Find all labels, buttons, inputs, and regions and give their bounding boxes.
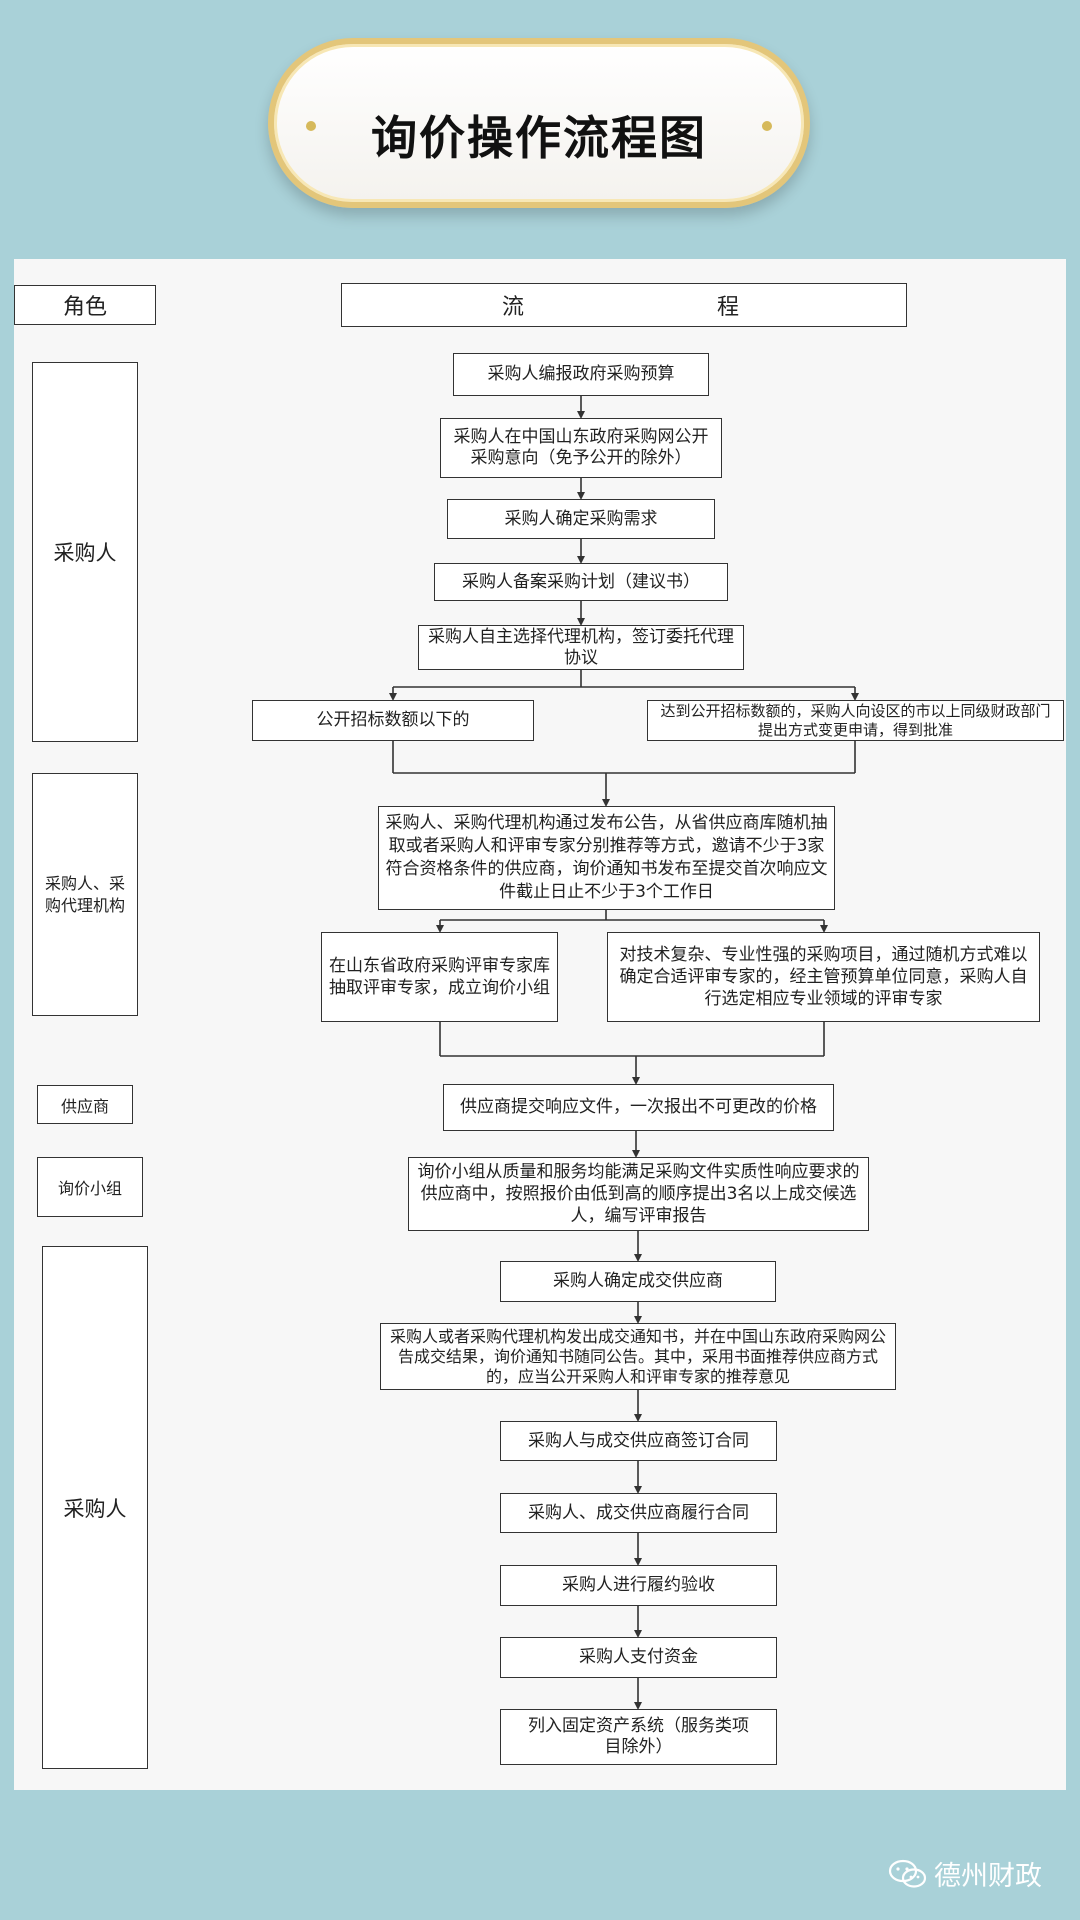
step-select-agency: 采购人自主选择代理机构，签订委托代理协议 <box>418 625 744 670</box>
step-payment: 采购人支付资金 <box>500 1637 777 1678</box>
step-determine-needs: 采购人确定采购需求 <box>447 499 715 539</box>
flow-header: 流 程 <box>341 283 907 327</box>
step-text: 采购人确定成交供应商 <box>553 1271 723 1291</box>
step-invite-suppliers: 采购人、采购代理机构通过发布公告，从省供应商库随机抽取或者采购人和评审专家分别推… <box>378 806 835 910</box>
step-method-change: 达到公开招标数额的，采购人向设区的市以上同级财政部门提出方式变更申请，得到批准 <box>647 700 1064 741</box>
step-acceptance: 采购人进行履约验收 <box>500 1565 777 1606</box>
step-award-notice: 采购人或者采购代理机构发出成交通知书，并在中国山东政府采购网公告成交结果，询价通… <box>380 1323 896 1390</box>
role-purchaser-2: 采购人 <box>42 1246 148 1769</box>
watermark: 德州财政 <box>888 1854 1042 1893</box>
step-text: 采购人确定采购需求 <box>504 508 658 529</box>
role-inquiry-group: 询价小组 <box>37 1157 143 1217</box>
step-budget: 采购人编报政府采购预算 <box>453 353 709 396</box>
flow-header-right: 程 <box>717 295 740 320</box>
step-text: 采购人与成交供应商签订合同 <box>528 1430 749 1451</box>
step-perform-contract: 采购人、成交供应商履行合同 <box>500 1493 777 1533</box>
step-sign-contract: 采购人与成交供应商签订合同 <box>500 1421 777 1461</box>
title-banner: 询价操作流程图 <box>268 38 810 208</box>
step-expert-draw: 在山东省政府采购评审专家库抽取评审专家，成立询价小组 <box>321 932 558 1022</box>
step-text: 采购人编报政府采购预算 <box>487 364 675 384</box>
step-text: 采购人支付资金 <box>579 1647 698 1667</box>
flow-header-left: 流 <box>502 295 525 320</box>
step-expert-select: 对技术复杂、专业性强的采购项目，通过随机方式难以确定合适评审专家的，经主管预算单… <box>607 932 1040 1022</box>
step-text: 采购人备案采购计划（建议书） <box>462 571 700 592</box>
step-confirm-supplier: 采购人确定成交供应商 <box>500 1261 776 1302</box>
step-text: 采购人自主选择代理机构，签订委托代理协议 <box>428 626 734 668</box>
page-title: 询价操作流程图 <box>371 111 707 165</box>
step-publish-intent: 采购人在中国山东政府采购网公开采购意向（免予公开的除外） <box>440 418 722 478</box>
role-header: 角色 <box>14 285 156 325</box>
step-text: 达到公开招标数额的，采购人向设区的市以上同级财政部门提出方式变更申请，得到批准 <box>660 701 1051 739</box>
role-label: 采购人 <box>63 1496 127 1521</box>
step-text: 对技术复杂、专业性强的采购项目，通过随机方式难以确定合适评审专家的，经主管预算单… <box>619 945 1028 1009</box>
step-text: 供应商提交响应文件，一次报出不可更改的价格 <box>460 1097 817 1117</box>
role-label: 询价小组 <box>57 1179 122 1198</box>
right-dot-icon <box>762 121 772 131</box>
step-text: 采购人、采购代理机构通过发布公告，从省供应商库随机抽取或者采购人和评审专家分别推… <box>385 813 828 902</box>
step-text: 询价小组从质量和服务均能满足采购文件实质性响应要求的供应商中，按照报价由低到高的… <box>417 1162 860 1226</box>
step-text: 公开招标数额以下的 <box>316 710 470 730</box>
step-file-plan: 采购人备案采购计划（建议书） <box>434 563 728 601</box>
step-fixed-assets: 列入固定资产系统（服务类项目除外） <box>500 1709 777 1765</box>
role-label: 供应商 <box>60 1096 109 1116</box>
step-text: 在山东省政府采购评审专家库抽取评审专家，成立询价小组 <box>329 956 550 998</box>
step-below-threshold: 公开招标数额以下的 <box>252 700 534 741</box>
step-text: 列入固定资产系统（服务类项目除外） <box>528 1716 749 1757</box>
role-purchaser-1: 采购人 <box>32 362 138 742</box>
wechat-icon <box>888 1859 927 1888</box>
role-purchaser-agency: 采购人、采购代理机构 <box>32 773 138 1016</box>
step-text: 采购人在中国山东政府采购网公开采购意向（免予公开的除外） <box>453 427 709 468</box>
left-dot-icon <box>306 121 316 131</box>
step-text: 采购人进行履约验收 <box>562 1575 715 1595</box>
watermark-text: 德州财政 <box>934 1861 1042 1892</box>
role-label: 采购人、采购代理机构 <box>44 873 125 915</box>
step-submit-response: 供应商提交响应文件，一次报出不可更改的价格 <box>443 1084 834 1131</box>
step-text: 采购人或者采购代理机构发出成交通知书，并在中国山东政府采购网公告成交结果，询价通… <box>389 1326 886 1386</box>
role-label: 采购人 <box>53 541 117 565</box>
step-evaluation: 询价小组从质量和服务均能满足采购文件实质性响应要求的供应商中，按照报价由低到高的… <box>408 1157 869 1231</box>
role-supplier: 供应商 <box>37 1085 133 1124</box>
role-header-label: 角色 <box>62 295 107 320</box>
step-text: 采购人、成交供应商履行合同 <box>528 1502 749 1523</box>
